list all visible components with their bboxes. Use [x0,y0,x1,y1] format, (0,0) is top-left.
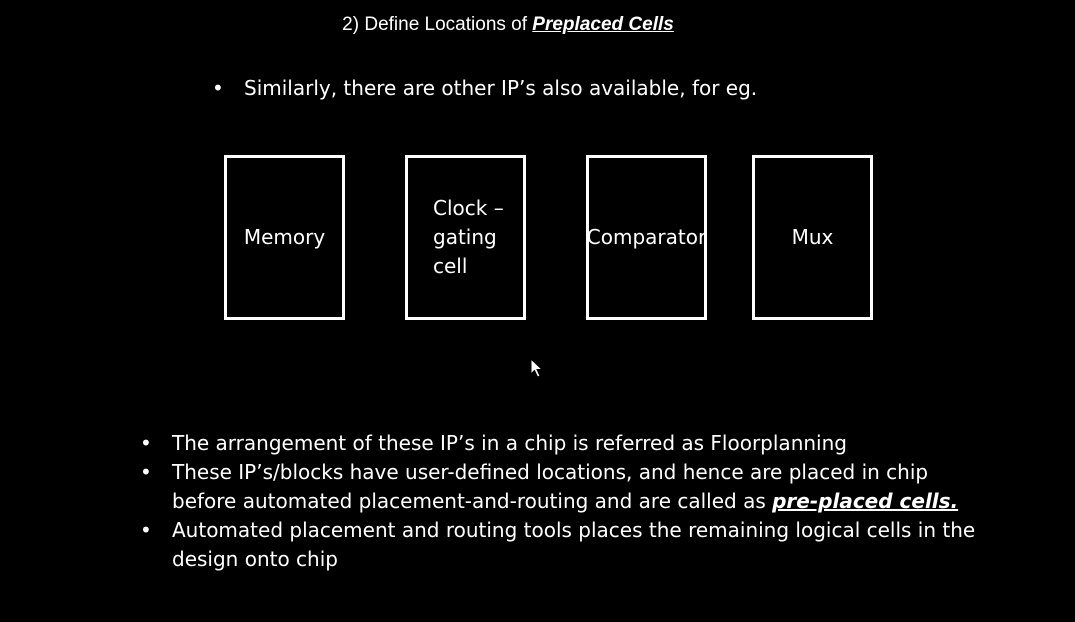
bullet-item: These IP’s/blocks have user-defined loca… [140,458,975,516]
bullet-text: before automated placement-and-routing a… [172,489,773,513]
bullet-item: The arrangement of these IP’s in a chip … [140,429,975,458]
title-emphasis: Preplaced Cells [532,14,674,35]
slide-title: 2) Define Locations of Preplaced Cells [0,14,1016,36]
intro-text: Similarly, there are other IP’s also ava… [244,76,758,100]
bullet-dot: • [212,76,224,100]
ip-block-label-line: Clock – [433,196,504,220]
ip-block-label-line: gating [433,225,497,249]
ip-block-memory: Memory [224,155,345,320]
ip-block-label: Comparator [586,225,707,249]
ip-block-comparator: Comparator [586,155,707,320]
intro-bullet: • Similarly, there are other IP’s also av… [212,76,757,100]
bullet-text: Automated placement and routing tools pl… [172,518,976,542]
bullet-item: Automated placement and routing tools pl… [140,516,975,574]
ip-block-label: Memory [243,225,326,249]
bullet-text: The arrangement of these IP’s in a chip … [172,431,847,455]
ip-block-clock-gating-cell: Clock – gating cell [405,155,526,320]
ip-block-mux: Mux [752,155,873,320]
mouse-pointer-icon [530,358,544,378]
bullet-text: These IP’s/blocks have user-defined loca… [172,460,929,484]
bullet-text: design onto chip [172,547,338,571]
summary-bullets: The arrangement of these IP’s in a chip … [140,429,975,574]
title-prefix: 2) Define Locations of [342,14,533,35]
ip-block-label: Mux [791,225,834,249]
bullet-emphasis: pre-placed cells. [772,489,959,513]
ip-block-label-line: cell [433,254,468,278]
